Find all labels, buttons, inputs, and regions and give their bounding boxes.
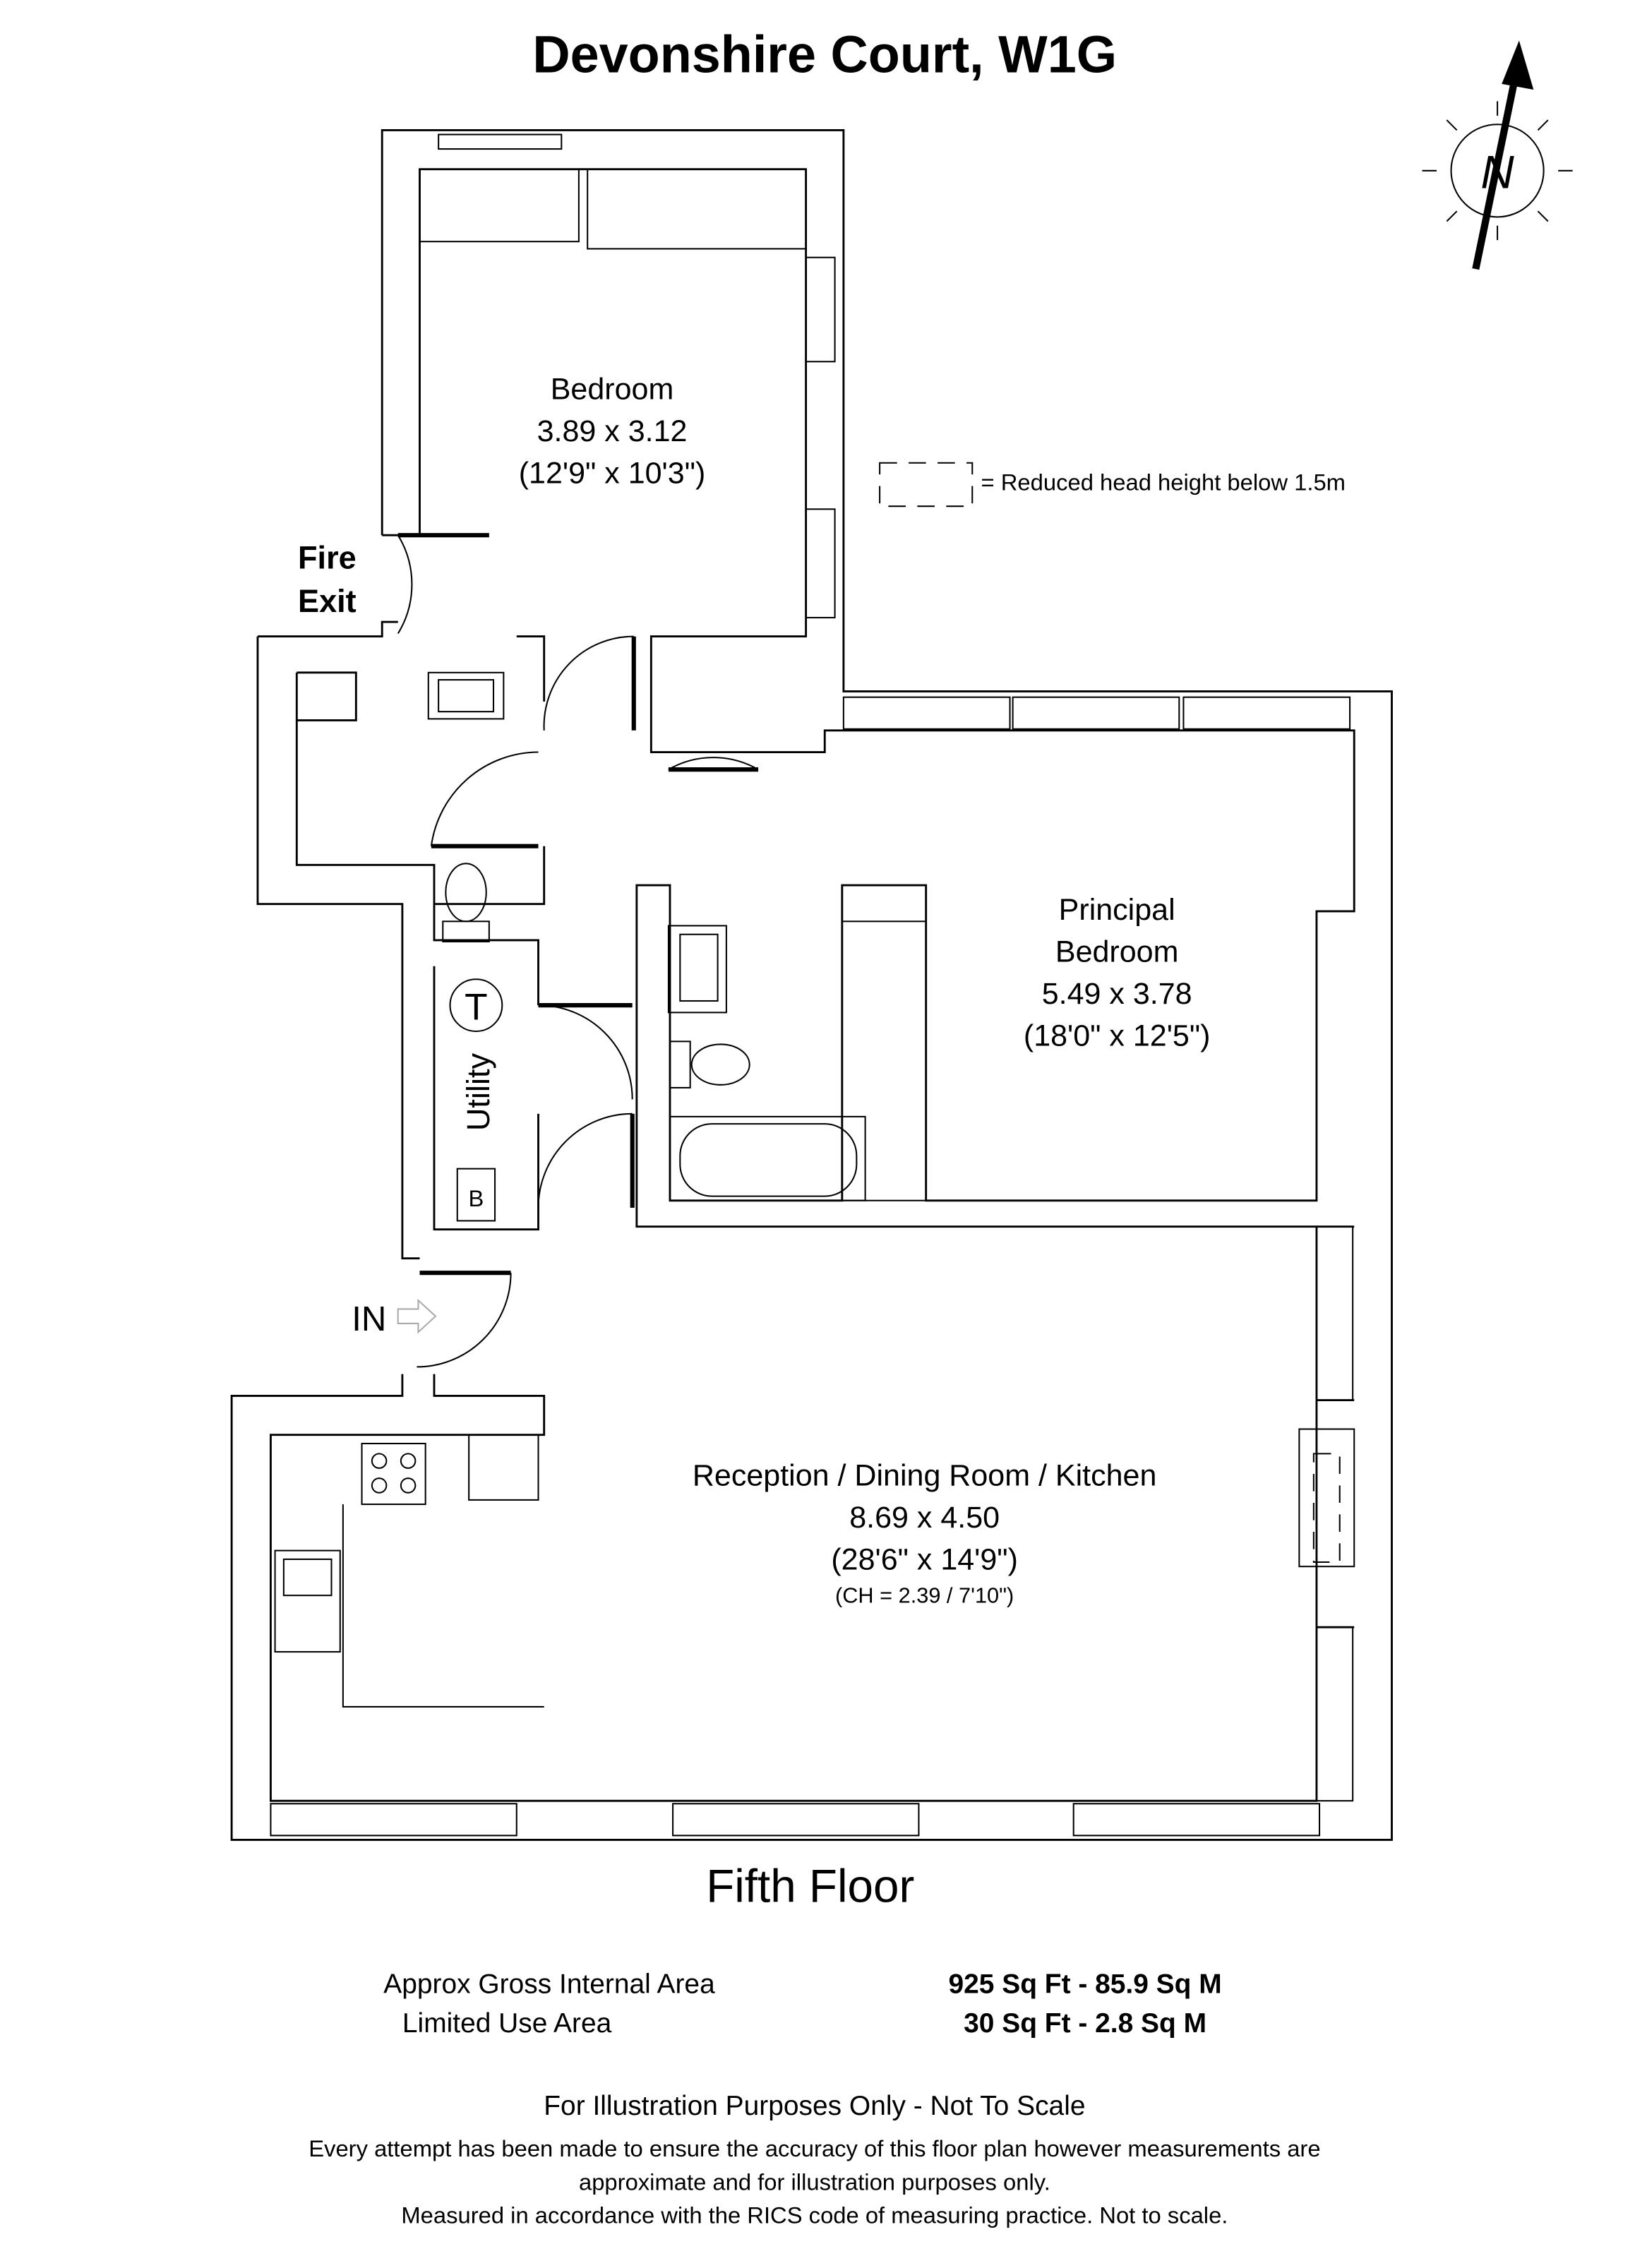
floor-label: Fifth Floor: [706, 1861, 914, 1912]
wardrobes: [419, 168, 927, 1201]
legend: = Reduced head height below 1.5m: [879, 462, 1346, 508]
room-name: Bedroom: [551, 373, 674, 407]
disclaimer-line: approximate and for illustration purpose…: [579, 2168, 1050, 2195]
room-name: Principal: [1059, 893, 1175, 927]
legend-text: = Reduced head height below 1.5m: [981, 469, 1346, 496]
disclaimer-line: Measured in accordance with the RICS cod…: [401, 2202, 1228, 2228]
room-metric: 3.89 x 3.12: [537, 414, 688, 448]
disclaimer-line: Every attempt has been made to ensure th…: [309, 2135, 1320, 2161]
hot-water-tank: T: [449, 978, 503, 1033]
room-name: Bedroom: [1055, 935, 1179, 969]
room-metric: 8.69 x 4.50: [849, 1501, 1000, 1535]
reception-label: Reception / Dining Room / Kitchen 8.69 x…: [693, 1458, 1157, 1607]
room-metric: 5.49 x 3.78: [1042, 977, 1192, 1011]
entrance-arrow-icon: [397, 1298, 437, 1334]
room-imperial: (12'9" x 10'3"): [519, 456, 706, 490]
room-imperial: (18'0" x 12'5"): [1024, 1019, 1211, 1053]
utility-label: Utility: [460, 1053, 496, 1132]
boiler: B: [456, 1168, 496, 1222]
room-imperial: (28'6" x 14'9"): [831, 1542, 1018, 1576]
ceiling-height: (CH = 2.39 / 7'10"): [835, 1583, 1014, 1607]
tank-label: T: [465, 987, 488, 1028]
area-table: Approx Gross Internal Area 925 Sq Ft - 8…: [383, 1969, 1221, 2039]
principal-bedroom-label: Principal Bedroom 5.49 x 3.78 (18'0" x 1…: [1024, 893, 1211, 1052]
entrance-label: IN: [352, 1300, 386, 1338]
north-compass-icon: N: [1422, 40, 1573, 270]
boiler-label: B: [468, 1185, 484, 1211]
fire-exit-label: Fire: [298, 539, 357, 575]
fire-exit-label: Exit: [298, 583, 357, 619]
page-title: Devonshire Court, W1G: [532, 25, 1117, 83]
fixtures: [274, 671, 866, 1708]
compass-label: N: [1480, 146, 1514, 198]
windows: [270, 133, 1355, 1837]
disclaimer: For Illustration Purposes Only - Not To …: [309, 2091, 1320, 2228]
area-value: 925 Sq Ft - 85.9 Sq M: [948, 1969, 1221, 2000]
disclaimer-headline: For Illustration Purposes Only - Not To …: [544, 2091, 1085, 2121]
area-label: Approx Gross Internal Area: [383, 1969, 715, 2000]
area-value: 30 Sq Ft - 2.8 Sq M: [964, 2008, 1206, 2039]
room-name: Reception / Dining Room / Kitchen: [693, 1458, 1157, 1492]
bedroom-label: Bedroom 3.89 x 3.12 (12'9" x 10'3"): [519, 373, 706, 491]
doors: [397, 533, 759, 1368]
area-label: Limited Use Area: [402, 2008, 612, 2039]
walls: [230, 128, 1393, 1841]
